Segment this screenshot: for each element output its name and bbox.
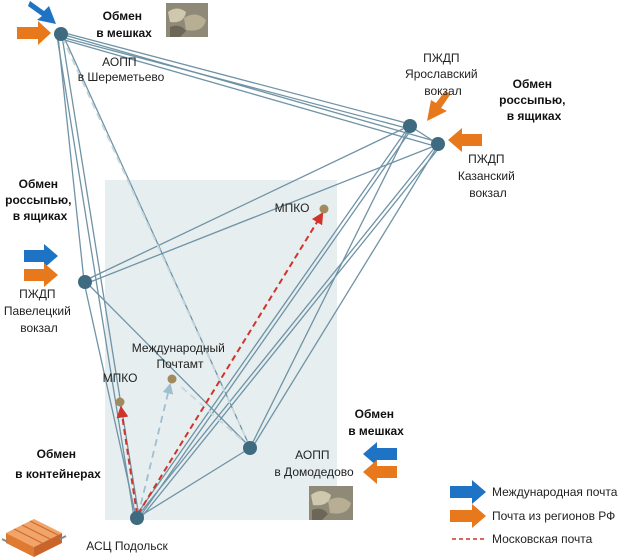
label-international-post-office: Международный Почтамт [132,341,228,371]
label-pzhdp-yaroslavsky: ПЖДП Ярославский вокзал [405,51,481,98]
moscow-route-podolsk-mpko-top [137,211,324,515]
node-mpko-top [319,204,329,214]
node-asc-podolsk [130,511,144,525]
label-aopp-domodedovo: АОПП в Домодедово [274,448,354,479]
label-pzhdp-paveletsky: ПЖДП Павелецкий вокзал [4,287,74,335]
exchange-bulk-boxes-right: Обмен россыпью, в ящиках [499,77,569,123]
arrow-regions-domodedovo [363,460,397,484]
node-pzhdp-paveletsky [78,275,92,289]
legend-moscow-label: Московская почта [492,532,593,546]
legend-international-arrow [450,480,486,504]
arrow-international-domodedovo [363,442,397,466]
container-icon [1,519,67,557]
legend: Международная почта Почта из регионов РФ… [450,480,618,546]
legend-regions-arrow [450,504,486,528]
arrow-regions-kazansky [448,128,482,152]
node-aopp-domodedovo [243,441,257,455]
arrow-regions-paveletsky [24,263,58,287]
node-aopp-sheremetyevo [54,27,68,41]
exchange-bags-bottom: Обмен в мешках [348,407,404,438]
exchange-bulk-boxes-left: Обмен россыпью, в ящиках [5,177,75,223]
label-mpko-top: МПКО [275,201,310,215]
arrow-international-paveletsky [24,244,58,268]
label-pzhdp-kazansky: ПЖДП Казанский вокзал [458,152,518,200]
route-lines [56,31,440,520]
dashed-podolsk-post-office [137,382,174,517]
node-mpko-left [115,397,125,407]
dashed-domodedovo-post-office [177,383,251,448]
dashed-sheremetyevo-domodedovo [61,36,251,448]
moscow-route-podolsk-mpko-left [116,405,138,515]
arrow-international-top [28,1,56,24]
label-mpko-left: МПКО [103,371,138,385]
exchange-bags-top: Обмен в мешках [96,9,152,40]
exchange-containers: Обмен в контейнерах [15,447,101,481]
arrow-regions-top [17,21,51,45]
node-international-post-office [167,374,177,384]
legend-regions-label: Почта из регионов РФ [492,509,615,523]
arrow-regions-yaroslavsky [427,91,450,121]
bags-photo-bottom [309,486,353,520]
node-pzhdp-yaroslavsky [403,119,417,133]
label-asc-podolsk: АСЦ Подольск [86,539,168,553]
legend-international-label: Международная почта [492,485,618,499]
node-pzhdp-kazansky [431,137,445,151]
label-aopp-sheremetyevo: АОПП в Шереметьево [78,55,165,84]
bags-photo-top [166,3,208,37]
